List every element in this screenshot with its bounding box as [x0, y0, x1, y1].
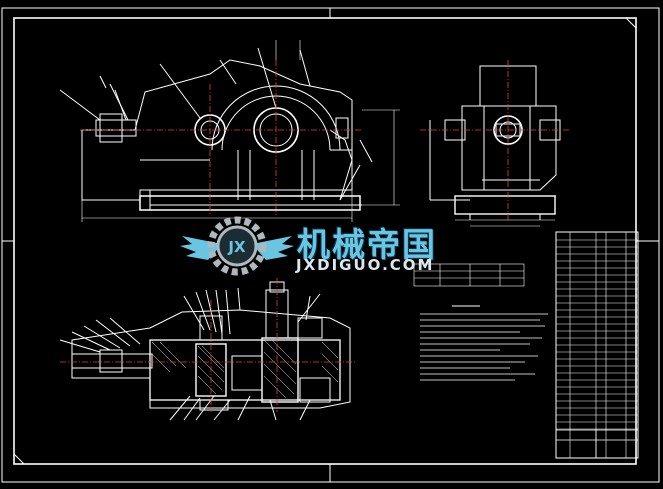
- gear-icon: [207, 216, 267, 276]
- plan-section-hatch: [151, 339, 339, 399]
- parts-list: [555, 231, 639, 459]
- left-wing-icon: [180, 236, 222, 260]
- front-view-dimensions: [81, 40, 400, 222]
- centring-marks: [2, 8, 659, 482]
- front-view-centerlines: [80, 60, 362, 215]
- characteristic-table: [413, 263, 525, 287]
- side-view-dimensions: [455, 219, 555, 227]
- side-view: [429, 65, 561, 220]
- front-view: [59, 47, 373, 211]
- watermark-emblem: JX: [180, 216, 294, 276]
- title-block: [555, 429, 639, 459]
- plan-section-centerlines: [60, 278, 356, 412]
- technical-requirements-block: [420, 305, 548, 381]
- watermark-chinese-text: 机械帝国: [297, 225, 437, 264]
- right-wing-icon: [252, 236, 294, 260]
- plan-section-view: [59, 281, 351, 421]
- emblem-letters: JX: [227, 238, 246, 256]
- side-view-centerlines: [420, 60, 570, 222]
- watermark-english-text: JXDIGUO.COM: [296, 256, 435, 274]
